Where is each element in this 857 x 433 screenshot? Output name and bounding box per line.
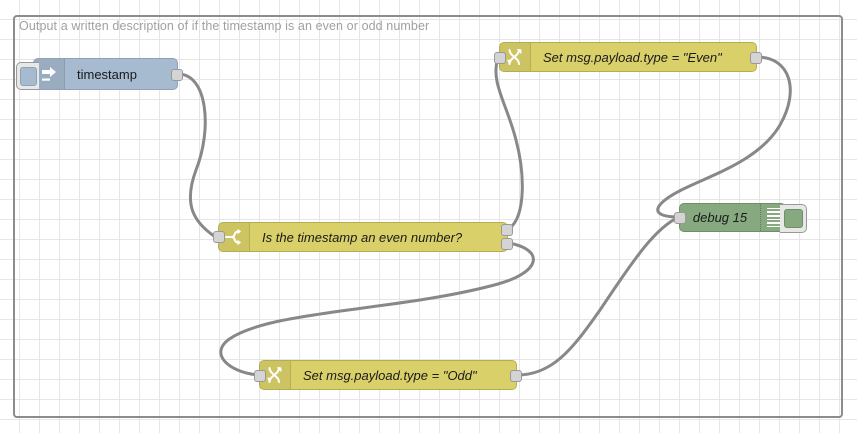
node-debug-label: debug 15 (692, 210, 748, 225)
debug-toggle-button[interactable] (780, 204, 807, 233)
inject-trigger-button-inner (19, 66, 37, 86)
inject-trigger-button[interactable] (16, 62, 39, 90)
debug-toggle-button-inner (783, 209, 803, 228)
flow-group-label: Output a written description of if the t… (19, 19, 430, 33)
change-odd-output-port[interactable] (510, 370, 522, 382)
flow-group-box[interactable] (13, 15, 843, 418)
change-shuffle-icon (260, 361, 291, 389)
node-debug[interactable]: debug 15 (674, 203, 807, 233)
node-change-even[interactable]: Set msg.payload.type = "Even" (494, 42, 762, 72)
node-change-odd[interactable]: Set msg.payload.type = "Odd" (254, 360, 522, 390)
node-switch-label: Is the timestamp an even number? (262, 229, 463, 245)
node-switch[interactable]: Is the timestamp an even number? (213, 222, 513, 252)
node-change-even-label: Set msg.payload.type = "Even" (543, 49, 722, 65)
change-even-output-port[interactable] (750, 52, 762, 64)
node-change-odd-label: Set msg.payload.type = "Odd" (303, 367, 477, 383)
switch-output-port-0[interactable] (501, 224, 513, 236)
inject-arrow-icon (34, 59, 65, 89)
switch-input-port[interactable] (213, 231, 225, 243)
switch-output-port-1[interactable] (501, 238, 513, 250)
debug-lines-icon (760, 204, 785, 231)
node-inject-timestamp[interactable]: timestamp (16, 58, 183, 90)
debug-input-port[interactable] (674, 212, 686, 224)
change-odd-input-port[interactable] (254, 370, 266, 382)
inject-output-port-0[interactable] (171, 69, 183, 81)
node-inject-label: timestamp (77, 66, 137, 82)
change-even-input-port[interactable] (494, 52, 506, 64)
